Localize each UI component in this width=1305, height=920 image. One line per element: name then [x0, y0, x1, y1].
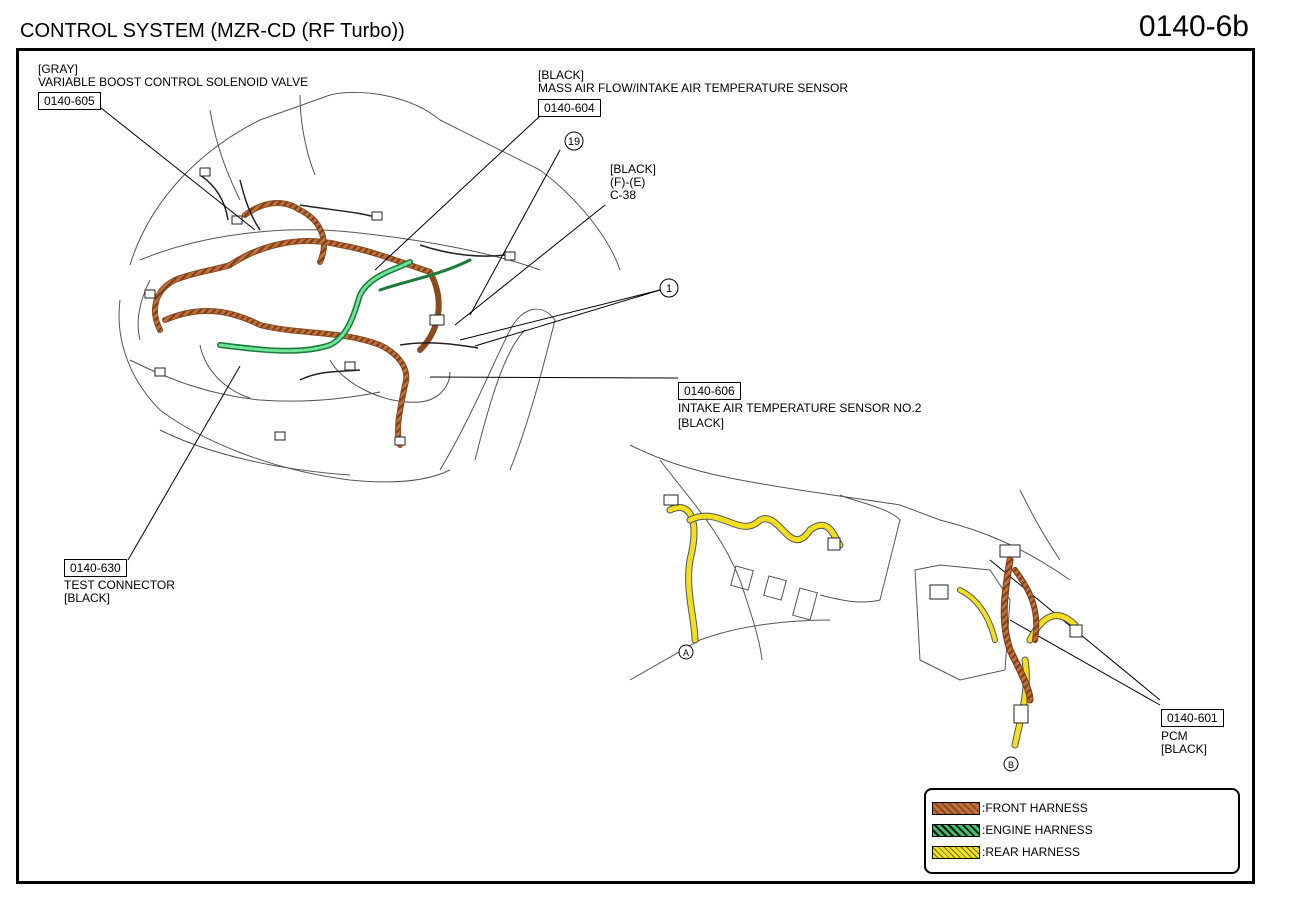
legend-item-front: :FRONT HARNESS: [932, 800, 1088, 816]
marker-19: 19: [568, 136, 580, 148]
vbcsv-code: 0140-605: [38, 92, 101, 110]
legend-item-engine: :ENGINE HARNESS: [932, 822, 1093, 838]
marker-a: A: [683, 648, 689, 658]
iat2-name: INTAKE AIR TEMPERATURE SENSOR NO.2: [678, 401, 922, 415]
marker-1: 1: [666, 283, 672, 295]
test-connector-name: TEST CONNECTOR: [64, 578, 175, 592]
maf-code: 0140-604: [538, 99, 601, 117]
legend-item-rear: :REAR HARNESS: [932, 844, 1080, 860]
c38-id: C-38: [610, 188, 637, 202]
vbcsv-color: [GRAY]: [38, 62, 78, 76]
legend-label-front: :FRONT HARNESS: [982, 801, 1088, 815]
test-connector-color: [BLACK]: [64, 591, 111, 605]
iat2-code: 0140-606: [678, 382, 741, 400]
engine-harness-swatch: [932, 823, 980, 837]
harness-legend: :FRONT HARNESS :ENGINE HARNESS :REAR HAR…: [924, 788, 1240, 874]
interior-outline: [629, 444, 1071, 681]
vbcsv-name: VARIABLE BOOST CONTROL SOLENOID VALVE: [38, 75, 309, 89]
leader-lines: [100, 107, 1161, 706]
legend-label-rear: :REAR HARNESS: [982, 845, 1081, 859]
rear-harness: [666, 504, 1079, 749]
engine-harness: [217, 258, 472, 354]
c38-color: [BLACK]: [610, 162, 657, 176]
connectors: [144, 167, 516, 446]
diagram-frame: [16, 48, 1255, 884]
maf-color: [BLACK]: [538, 68, 585, 82]
front-harness-swatch: [932, 801, 980, 815]
marker-b: B: [1008, 760, 1014, 770]
pcm-name: PCM: [1161, 729, 1188, 743]
page-title: CONTROL SYSTEM (MZR-CD (RF Turbo)): [20, 20, 405, 42]
test-connector-code: 0140-630: [64, 559, 127, 577]
rear-harness-swatch: [932, 845, 980, 859]
iat2-color: [BLACK]: [678, 416, 725, 430]
maf-name: MASS AIR FLOW/INTAKE AIR TEMPERATURE SEN…: [538, 81, 849, 95]
pcm-code: 0140-601: [1161, 709, 1224, 727]
c38-pins: (F)-(E): [610, 175, 646, 189]
legend-label-engine: :ENGINE HARNESS: [982, 823, 1093, 837]
car-outline: [118, 91, 621, 483]
front-harness: [152, 200, 442, 448]
pcm-color: [BLACK]: [1161, 742, 1208, 756]
page-number: 0140-6b: [1138, 10, 1249, 43]
